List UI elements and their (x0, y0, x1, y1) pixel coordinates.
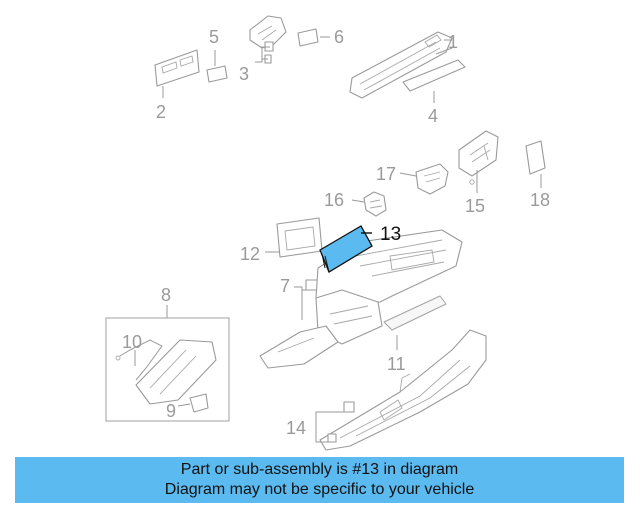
part-3-bracket (249, 15, 287, 64)
callout-16: 16 (324, 190, 344, 210)
part-18-cover (525, 140, 546, 188)
part-2-trim-bracket (154, 49, 200, 98)
part-11-strip (383, 295, 447, 350)
part-4-trim-strip (402, 59, 466, 103)
callout-8: 8 (161, 285, 171, 305)
part-17-console (399, 163, 449, 195)
part-14-fasteners (315, 401, 355, 443)
callout-9: 9 (166, 401, 176, 421)
part-16-clip (351, 191, 387, 217)
part-5-pad (206, 50, 228, 83)
part-7-small-part (294, 279, 319, 320)
callout-17: 17 (376, 164, 396, 184)
part-8-group (105, 305, 230, 422)
callout-11: 11 (387, 354, 406, 374)
banner-line-1: Part or sub-assembly is #13 in diagram (180, 461, 459, 478)
callout-3: 3 (239, 64, 249, 84)
part-15-panel (458, 130, 499, 193)
callout-7: 7 (280, 276, 290, 296)
part-1-dash-panel (349, 31, 453, 99)
banner-line-2: Diagram may not be specific to your vehi… (164, 481, 475, 498)
part-13-highlighted (319, 225, 373, 273)
callout-12: 12 (240, 244, 260, 264)
part-12-display-frame (265, 217, 323, 258)
callout-14: 14 (286, 418, 306, 438)
callout-2: 2 (156, 102, 166, 122)
part-6-plate (297, 28, 330, 47)
callout-10: 10 (122, 332, 142, 352)
part-13-shape (319, 225, 373, 273)
info-banner: Part or sub-assembly is #13 in diagram D… (15, 457, 624, 503)
lower-console-trim (319, 329, 487, 451)
callout-15: 15 (465, 196, 485, 216)
callout-6: 6 (334, 27, 344, 47)
callout-13: 13 (380, 224, 401, 245)
callout-18: 18 (530, 190, 550, 210)
callout-4: 4 (428, 106, 438, 126)
callout-5: 5 (209, 27, 219, 47)
callout-1: 1 (448, 32, 458, 52)
